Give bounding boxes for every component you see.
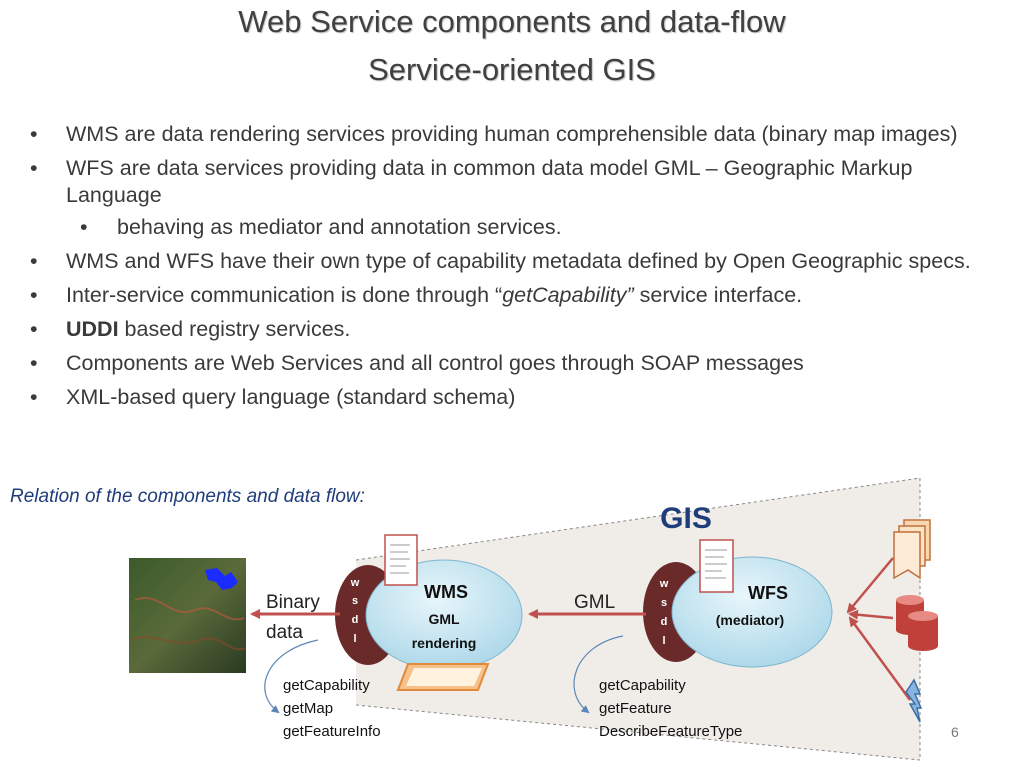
slide-title-line1: Web Service components and data-flow [238,4,786,39]
ops-arrow [573,635,624,714]
bullet-item: WFS are data services providing data in … [30,155,1000,209]
wsdl-letter: w [659,578,669,590]
page-number: 6 [951,724,959,740]
source-arrow [848,616,912,701]
wms-op: getMap [283,700,333,717]
wsdl-letter: s [352,595,358,607]
wsdl-letter: w [350,577,360,589]
source-arrow [846,557,894,614]
wfs-service [643,539,833,668]
binary-data-label: Binary [266,592,320,613]
wms-op: getFeatureInfo [283,723,381,740]
wfs-op: getFeature [599,700,672,717]
bullet-list: WMS are data rendering services providin… [30,121,1000,418]
ops-arrow [264,639,319,714]
map-image [129,558,246,673]
document-icon [384,534,418,586]
bullet-item: WMS are data rendering services providin… [30,121,1000,148]
wsdl-letter: s [661,597,667,609]
wms-op: getCapability [283,677,370,694]
bullet-item: Inter-service communication is done thro… [30,282,1000,309]
document-stack-icon [893,519,931,580]
diagram-caption: Relation of the components and data flow… [10,486,365,507]
wms-subtitle: GML [428,611,460,627]
database-icon [896,595,938,651]
gis-label: GIS [660,502,712,535]
gis-region [356,478,920,760]
document-icon [699,539,734,593]
wms-subtitle: rendering [412,635,477,651]
wsdl-letter: d [661,616,668,628]
gml-label: GML [574,592,615,613]
wsdl-letter: l [662,635,665,647]
source-arrow [848,609,894,620]
slide-title-line2: Service-oriented GIS [368,52,656,87]
wfs-subtitle: (mediator) [716,612,784,628]
bullet-item: UDDI based registry services. [30,316,1000,343]
bullet-item: Components are Web Services and all cont… [30,350,1000,377]
bullet-item: XML-based query language (standard schem… [30,384,1000,411]
wfs-op: DescribeFeatureType [599,723,742,740]
wms-service [335,534,523,671]
wfs-title: WFS [748,583,788,603]
binary-data-label: data [266,622,303,643]
wsdl-letter: l [353,633,356,645]
sub-bullet-item: behaving as mediator and annotation serv… [30,214,1000,241]
sensor-icon [905,678,923,723]
wsdl-letter: d [352,614,359,626]
wms-title: WMS [424,582,468,602]
wfs-op: getCapability [599,677,686,694]
bullet-item: WMS and WFS have their own type of capab… [30,248,1000,275]
